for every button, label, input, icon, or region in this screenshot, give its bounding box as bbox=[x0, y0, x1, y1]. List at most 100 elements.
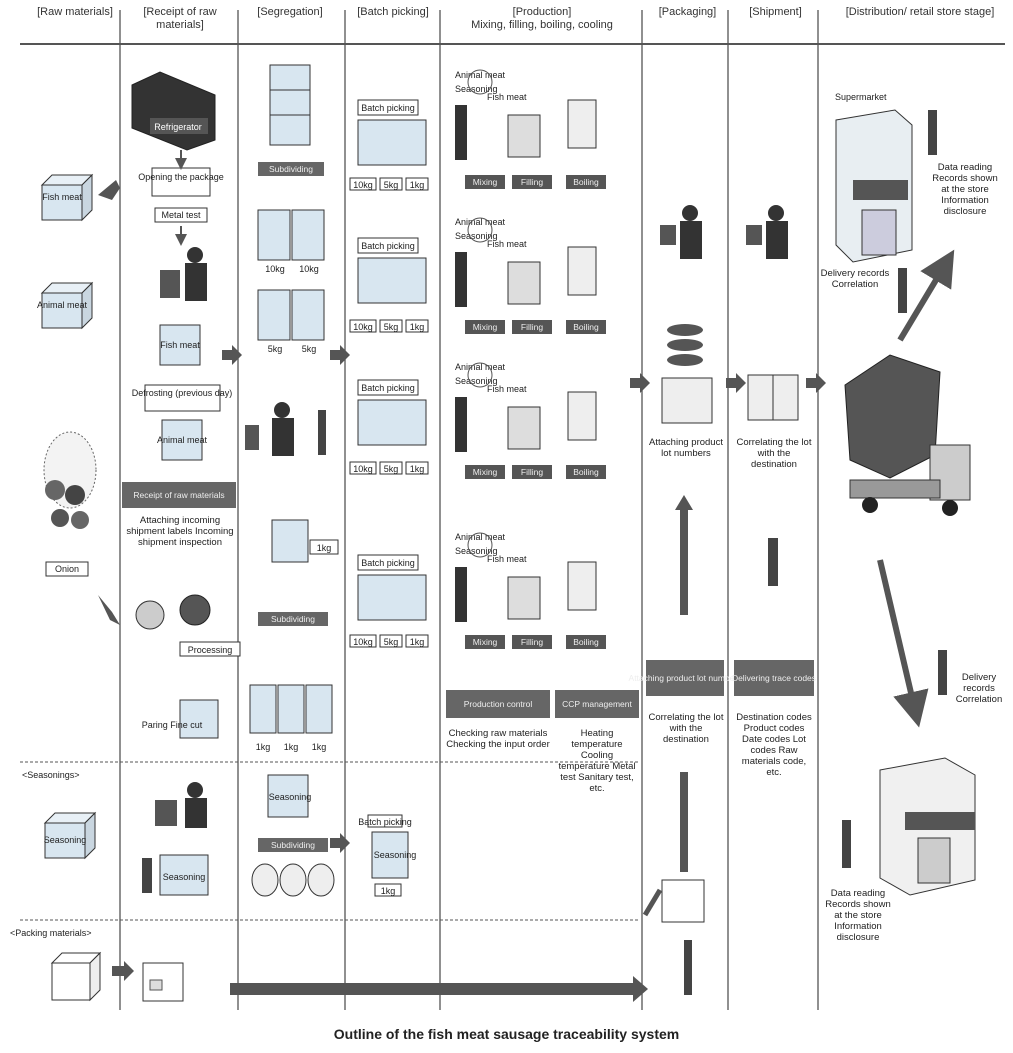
svg-text:10kg: 10kg bbox=[299, 264, 319, 274]
svg-text:1kg: 1kg bbox=[312, 742, 327, 752]
svg-text:10kg: 10kg bbox=[353, 322, 373, 332]
svg-text:Batch picking: Batch picking bbox=[361, 241, 415, 251]
svg-text:1kg: 1kg bbox=[317, 543, 332, 553]
svg-text:1kg: 1kg bbox=[381, 886, 396, 896]
production-checking-note: Checking raw materials Checking the inpu… bbox=[446, 728, 550, 750]
shipment-box bbox=[748, 375, 798, 420]
supermarket-label: Supermarket bbox=[835, 92, 887, 102]
delivery-top-note: Delivery records Correlation bbox=[820, 268, 890, 290]
segregation-5kg-boxes: 5kg 5kg bbox=[258, 290, 324, 354]
svg-text:Boiling: Boiling bbox=[573, 177, 599, 187]
delivery-right-note: Delivery records Correlation bbox=[948, 672, 1010, 705]
svg-text:Seasoning: Seasoning bbox=[269, 792, 312, 802]
batch-station-3: Batch picking 10kg 5kg 1kg bbox=[350, 380, 428, 474]
batch-station-4: Batch picking 10kg 5kg 1kg bbox=[350, 555, 428, 647]
packing-material-box bbox=[52, 953, 100, 1000]
seasonings-header: <Seasonings> bbox=[22, 770, 80, 780]
svg-text:Boiling: Boiling bbox=[573, 467, 599, 477]
packaging-attaching-note: Attaching product lot numbers bbox=[648, 437, 724, 459]
svg-text:10kg: 10kg bbox=[265, 264, 285, 274]
svg-text:Fish meat: Fish meat bbox=[487, 554, 527, 564]
delivery-truck-icon bbox=[845, 355, 970, 516]
svg-text:10kg: 10kg bbox=[353, 464, 373, 474]
svg-text:Delivering trace codes: Delivering trace codes bbox=[732, 673, 816, 683]
defrosting-label: Defrosting (previous day) bbox=[132, 388, 233, 398]
svg-text:5kg: 5kg bbox=[384, 180, 399, 190]
distribution-scanner-bottom bbox=[842, 820, 851, 868]
raw-fish-meat-label: Fish meat bbox=[42, 192, 82, 202]
svg-text:1kg: 1kg bbox=[410, 180, 425, 190]
svg-text:Mixing: Mixing bbox=[473, 467, 498, 477]
svg-text:Filling: Filling bbox=[521, 467, 543, 477]
receipt-seasoning-label: Seasoning bbox=[163, 872, 206, 882]
subdividing-label-2: Subdividing bbox=[271, 614, 315, 624]
processing-machine-icon: Processing bbox=[136, 595, 240, 656]
packaging-correlating-note: Correlating the lot with the destination bbox=[648, 712, 724, 745]
production-line-1: Animal meat Seasoning Fish meat Mixing F… bbox=[455, 70, 606, 189]
svg-text:5kg: 5kg bbox=[384, 322, 399, 332]
packaging-worker bbox=[660, 205, 702, 259]
retail-store-icon bbox=[880, 758, 975, 895]
svg-text:1kg: 1kg bbox=[256, 742, 271, 752]
svg-text:Filling: Filling bbox=[521, 177, 543, 187]
svg-text:Batch picking: Batch picking bbox=[361, 558, 415, 568]
data-reading-bottom-note: Data reading Records shown at the store … bbox=[822, 888, 894, 943]
packaging-stack bbox=[662, 324, 712, 423]
svg-text:Production control: Production control bbox=[464, 699, 533, 709]
batch-station-2: Batch picking 10kg 5kg 1kg bbox=[350, 238, 428, 332]
svg-text:5kg: 5kg bbox=[384, 464, 399, 474]
segregation-sacks-icon bbox=[252, 864, 334, 896]
shipment-scanner bbox=[768, 538, 778, 586]
svg-text:Mixing: Mixing bbox=[473, 322, 498, 332]
raw-seasoning-box: Seasoning bbox=[44, 813, 95, 858]
svg-text:1kg: 1kg bbox=[410, 637, 425, 647]
svg-text:5kg: 5kg bbox=[302, 344, 317, 354]
svg-text:Attaching product lot numbers: Attaching product lot numbers bbox=[629, 673, 742, 683]
subdividing-label-3: Subdividing bbox=[271, 840, 315, 850]
receipt-packing-box bbox=[143, 963, 183, 1001]
svg-text:Batch picking: Batch picking bbox=[361, 383, 415, 393]
svg-text:Batch picking: Batch picking bbox=[361, 103, 415, 113]
segregation-worker bbox=[245, 402, 326, 456]
receipt-fish-label: Fish meat bbox=[160, 340, 200, 350]
opening-package-label: Opening the package bbox=[138, 172, 224, 182]
production-line-2: Animal meat Seasoning Fish meat Mixing F… bbox=[455, 217, 606, 334]
receipt-worker-2 bbox=[155, 782, 207, 828]
metal-test-label: Metal test bbox=[161, 210, 201, 220]
raw-fish-meat-box: Fish meat bbox=[42, 175, 92, 220]
svg-text:Batch picking: Batch picking bbox=[358, 817, 412, 827]
receipt-seasoning-box: Seasoning bbox=[142, 855, 208, 895]
shipment-worker bbox=[746, 205, 788, 259]
svg-text:10kg: 10kg bbox=[353, 637, 373, 647]
svg-text:Fish meat: Fish meat bbox=[487, 384, 527, 394]
svg-text:CCP management: CCP management bbox=[562, 699, 632, 709]
batch-station-1: Batch picking 10kg 5kg 1kg bbox=[350, 100, 428, 190]
distribution-scanner-mid bbox=[898, 268, 907, 313]
receipt-animal-box: Animal meat bbox=[157, 420, 208, 460]
diagram-caption: Outline of the fish meat sausage traceab… bbox=[0, 1026, 1013, 1042]
segregation-shelf-top bbox=[270, 65, 310, 145]
segregation-1kg-row: 1kg 1kg 1kg bbox=[250, 685, 332, 752]
ccp-items-note: Heating temperature Cooling temperature … bbox=[555, 728, 639, 794]
svg-text:Filling: Filling bbox=[521, 637, 543, 647]
paring-label: Paring Fine cut bbox=[142, 720, 203, 730]
raw-animal-meat-label: Animal meat bbox=[37, 300, 88, 310]
arrow-to-retail bbox=[880, 560, 915, 710]
packaging-arrow-up bbox=[680, 505, 688, 615]
svg-text:1kg: 1kg bbox=[410, 464, 425, 474]
onion-icon: Onion bbox=[44, 432, 96, 576]
production-line-3: Animal meat Seasoning Fish meat Mixing F… bbox=[455, 362, 606, 479]
column-dividers bbox=[120, 10, 818, 1010]
distribution-scanner-top bbox=[928, 110, 937, 155]
refrigerator-label: Refrigerator bbox=[154, 122, 202, 132]
svg-text:Fish meat: Fish meat bbox=[487, 239, 527, 249]
batch-seasoning: Batch picking Seasoning 1kg bbox=[358, 815, 416, 896]
svg-text:1kg: 1kg bbox=[284, 742, 299, 752]
svg-text:Mixing: Mixing bbox=[473, 637, 498, 647]
shipment-codes-note: Destination codes Product codes Date cod… bbox=[734, 712, 814, 778]
packaging-box-bottom bbox=[662, 880, 704, 995]
production-line-4: Animal meat Seasoning Fish meat Mixing F… bbox=[455, 532, 606, 649]
svg-text:Seasoning: Seasoning bbox=[374, 850, 417, 860]
svg-text:1kg: 1kg bbox=[410, 322, 425, 332]
data-reading-top-note: Data reading Records shown at the store … bbox=[930, 162, 1000, 217]
